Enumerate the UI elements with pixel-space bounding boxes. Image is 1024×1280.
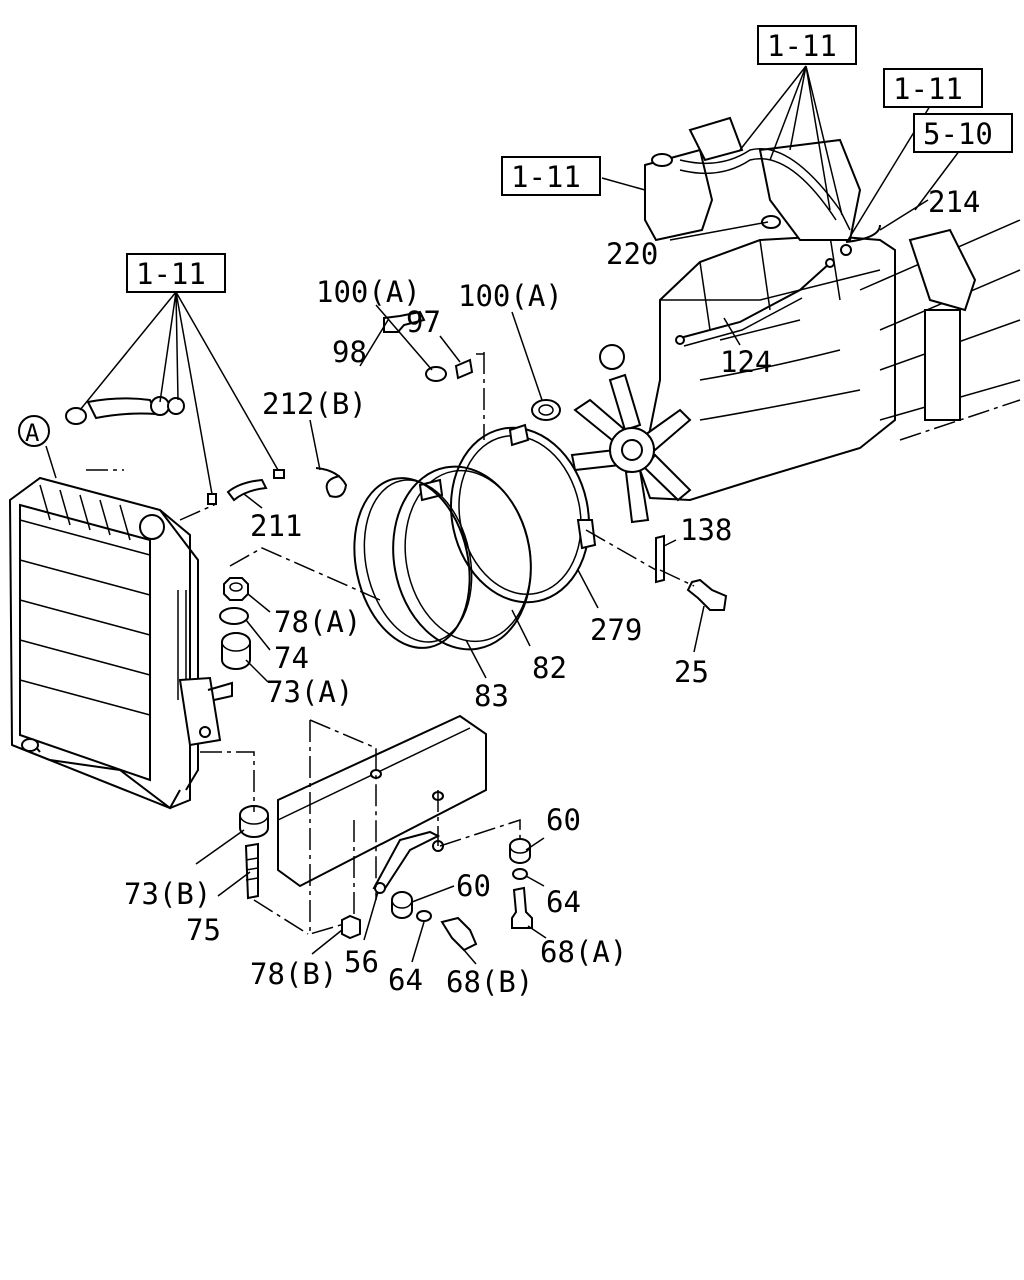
ref-left-engine-text: 1-11 — [511, 160, 581, 194]
label-98: 98 — [332, 335, 367, 369]
label-124: 124 — [720, 345, 772, 379]
label-60-right: 60 — [546, 803, 581, 837]
label-73b: 73(B) — [124, 877, 211, 911]
reference-boxes: 1-11 1-11 5-10 1-11 1-11 A — [18, 25, 1013, 447]
label-78b: 78(B) — [250, 957, 337, 991]
ref-top-right-text: 1-11 — [893, 72, 963, 106]
label-74: 74 — [274, 641, 309, 675]
label-73a: 73(A) — [266, 675, 353, 709]
callout-a-text: A — [25, 419, 40, 447]
ref-box-right[interactable] — [913, 113, 1013, 153]
leader-lines — [45, 65, 961, 965]
fan-icon — [570, 344, 692, 524]
fan-shroud-group — [353, 423, 597, 651]
label-60-mid: 60 — [456, 869, 491, 903]
radiator — [8, 476, 233, 810]
engine-assembly — [570, 116, 1021, 524]
crossmember — [277, 714, 487, 888]
ref-box-left-radiator[interactable] — [126, 253, 226, 293]
label-78a: 78(A) — [274, 605, 361, 639]
ref-left-radiator-text: 1-11 — [136, 257, 206, 291]
label-211: 211 — [250, 509, 302, 543]
label-75: 75 — [186, 913, 221, 947]
part-labels: 214 220 124 100(A) 100(A) 97 98 212(B) 2… — [124, 185, 980, 999]
callout-a-circle — [18, 415, 50, 447]
label-64-right: 64 — [546, 885, 581, 919]
label-279: 279 — [590, 613, 642, 647]
ref-box-top-mid[interactable] — [757, 25, 857, 65]
label-25: 25 — [674, 655, 709, 689]
mount-parts-upper — [219, 577, 251, 670]
label-83: 83 — [474, 679, 509, 713]
ref-top-mid-text: 1-11 — [767, 29, 837, 63]
ref-box-top-right[interactable] — [883, 68, 983, 108]
label-214: 214 — [928, 185, 980, 219]
label-97: 97 — [406, 305, 441, 339]
label-138: 138 — [680, 513, 732, 547]
label-68a: 68(A) — [540, 935, 627, 969]
label-82: 82 — [532, 651, 567, 685]
label-64-mid: 64 — [388, 963, 423, 997]
label-56: 56 — [344, 945, 379, 979]
label-220: 220 — [606, 237, 658, 271]
ref-box-left-engine[interactable] — [501, 156, 601, 196]
label-212b: 212(B) — [262, 387, 367, 421]
ref-right-text: 5-10 — [923, 117, 993, 151]
label-100a-right: 100(A) — [458, 279, 563, 313]
label-68b: 68(B) — [446, 965, 533, 999]
small-parts — [315, 310, 728, 611]
radiator-hoses — [65, 396, 285, 505]
label-100a-left: 100(A) — [316, 275, 421, 309]
